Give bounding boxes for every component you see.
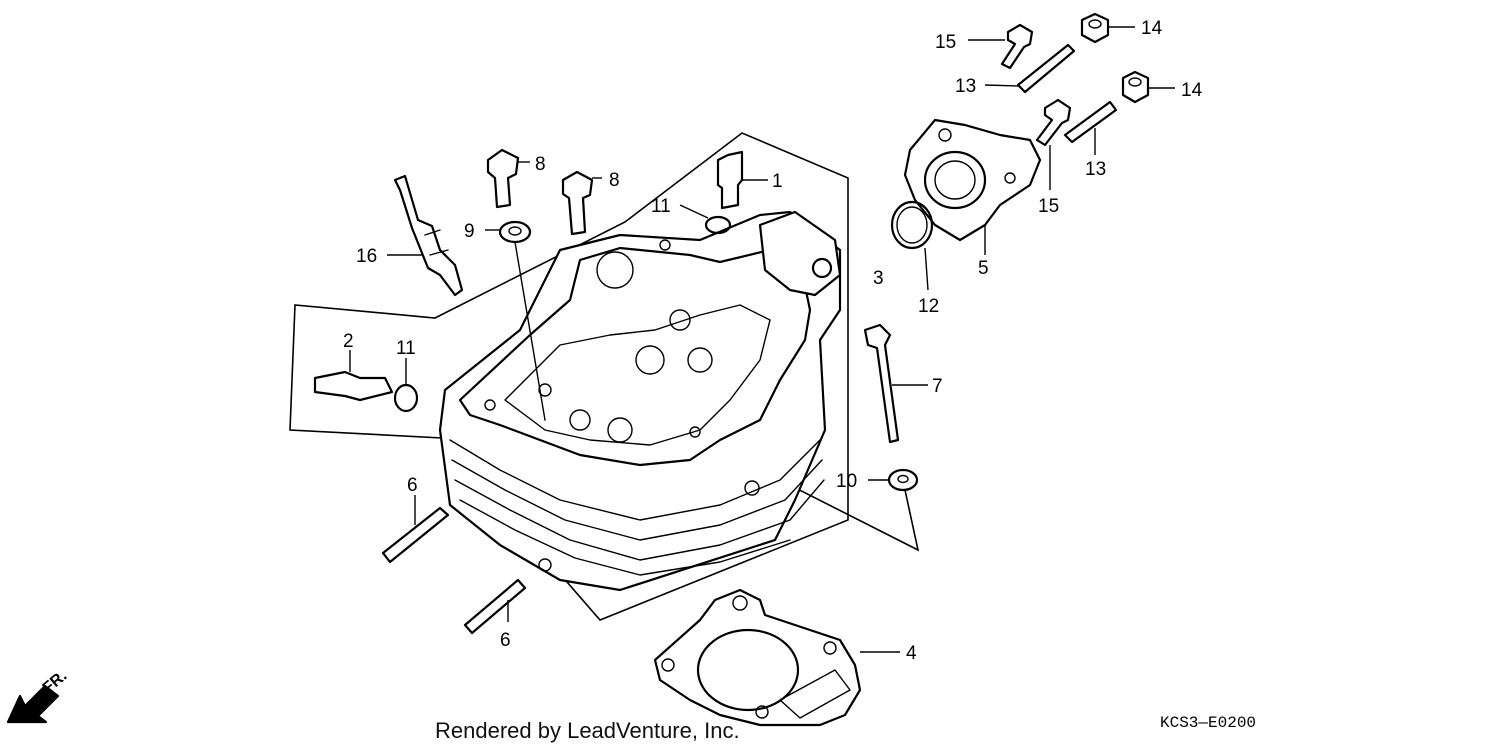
callout-14-right: 14: [1181, 80, 1203, 101]
part-9-washer: [485, 220, 546, 421]
callout-3: 3: [873, 268, 884, 289]
callout-11-side: 11: [396, 338, 416, 359]
callout-11-top: 11: [651, 196, 671, 217]
cylinder-head: [438, 210, 842, 592]
callout-15-top: 15: [935, 32, 956, 53]
callout-9: 9: [464, 221, 475, 242]
callout-4: 4: [906, 643, 917, 664]
diagram-code: KCS3—E0200: [1160, 714, 1256, 732]
callout-5: 5: [978, 258, 989, 279]
callout-16: 16: [356, 246, 377, 267]
part-10-washer: [868, 468, 919, 492]
callout-13-right: 13: [1085, 159, 1106, 180]
callout-10: 10: [836, 471, 857, 492]
part-13-stud-right: [1063, 100, 1118, 155]
part-7-bolt: [863, 323, 928, 444]
part-14-nut-top: [1080, 12, 1135, 44]
callout-8-left: 8: [535, 154, 546, 175]
callout-6-upper: 6: [407, 475, 418, 496]
part-1-pin: [716, 150, 768, 210]
part-8-bolt-left: [486, 148, 530, 209]
part-15-bolt-right: [1035, 98, 1072, 190]
assembly-boundary: [289, 132, 920, 621]
front-direction-arrow: FR.: [6, 667, 70, 724]
render-credit: Rendered by LeadVenture, Inc.: [435, 718, 740, 743]
part-14-nut-right: [1121, 70, 1175, 104]
callout-7: 7: [932, 376, 943, 397]
callout-2: 2: [343, 331, 354, 352]
callout-12: 12: [918, 296, 939, 317]
part-4-gasket: [653, 588, 900, 727]
callout-14-top: 14: [1141, 18, 1163, 39]
callout-13-top: 13: [955, 76, 976, 97]
part-11-o-ring-top: [679, 204, 732, 235]
part-6-stud-lower: [463, 578, 527, 635]
part-6-stud-upper: [381, 495, 450, 564]
part-11-o-ring-side: [393, 358, 419, 413]
callout-1: 1: [772, 171, 783, 192]
callouts: 1 2 3 4 5 6 6 7 8 8 9 10 11 11 12 13 13 …: [343, 18, 1203, 664]
part-2-pin: [313, 350, 394, 402]
part-16-spark-plug: [387, 174, 464, 297]
callout-6-lower: 6: [500, 630, 511, 651]
callout-15-right: 15: [1038, 196, 1059, 217]
callout-8-right: 8: [609, 170, 620, 191]
part-8-bolt-right: [561, 170, 602, 236]
part-15-bolt-top: [968, 23, 1034, 70]
part-12-o-ring: [890, 200, 934, 291]
part-13-stud-top: [984, 43, 1076, 94]
